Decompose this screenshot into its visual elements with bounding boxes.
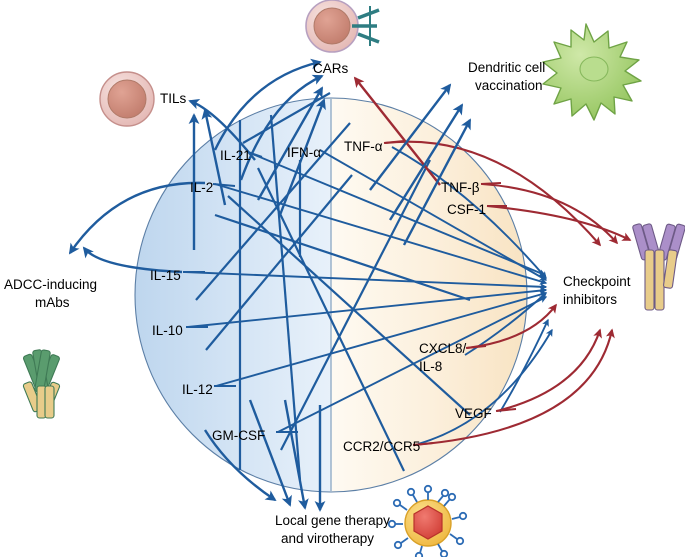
factor-label-il-21: IL-21	[220, 148, 251, 163]
node-label-adcc-line1: ADCC-inducing	[4, 277, 98, 292]
blue-connector-lines	[195, 92, 471, 481]
arrows-to-cars	[213, 58, 326, 216]
node-label-virotherapy-line2: and virotherapy	[281, 531, 375, 546]
arrows-to-virotherapy	[203, 399, 326, 512]
factor-label-gm-csf: GM-CSF	[212, 428, 266, 443]
factor-label-il-15: IL-15	[150, 268, 181, 283]
node-label-checkpoint-line2: inhibitors	[563, 292, 618, 307]
factor-label-ifn-alpha: IFN-α	[287, 145, 322, 160]
antibody-purple-icon	[632, 223, 685, 311]
factor-label-tnf-alpha: TNF-α	[344, 139, 383, 154]
circle-left-half	[135, 98, 331, 492]
arrows-to-adcc	[68, 181, 206, 274]
factor-label-il-10: IL-10	[152, 323, 183, 338]
factor-label-ccr2-ccr5: CCR2/CCR5	[343, 439, 421, 454]
factor-label-cxcl8-line1: CXCL8/	[419, 341, 467, 356]
node-label-checkpoint-line1: Checkpoint	[563, 274, 631, 289]
right-factor-blue-arcs	[391, 146, 553, 445]
red-arrow-to-cars	[353, 76, 441, 186]
factor-label-cxcl8-line2: IL-8	[419, 359, 443, 374]
arrows-to-dendritic	[369, 83, 472, 246]
virus-icon	[387, 484, 468, 557]
car-t-cell-icon	[305, 0, 380, 53]
red-label-ticks	[383, 140, 517, 446]
dendritic-cell-icon	[542, 23, 642, 121]
factor-label-il-2: IL-2	[190, 180, 214, 195]
node-label-dendritic-line2: vaccination	[475, 78, 543, 93]
node-label-tils: TILs	[160, 91, 187, 106]
node-label-dendritic-line1: Dendritic cell	[468, 60, 546, 75]
node-label-virotherapy-line1: Local gene therapy	[275, 513, 390, 528]
circle-right-half	[331, 98, 527, 492]
red-suppressive-arcs	[384, 140, 632, 447]
node-label-cars: CARs	[313, 61, 349, 76]
center-circle	[134, 97, 528, 493]
factor-label-csf-1: CSF-1	[447, 202, 487, 217]
factor-label-vegf: VEGF	[455, 406, 492, 421]
factor-label-tnf-beta: TNF-β	[441, 180, 480, 195]
left-factor-leaders	[184, 149, 548, 433]
factor-label-il-12: IL-12	[182, 382, 213, 397]
lymphocyte-icon	[99, 71, 155, 127]
node-label-adcc-line2: mAbs	[35, 295, 70, 310]
antibody-green-icon	[22, 349, 61, 419]
